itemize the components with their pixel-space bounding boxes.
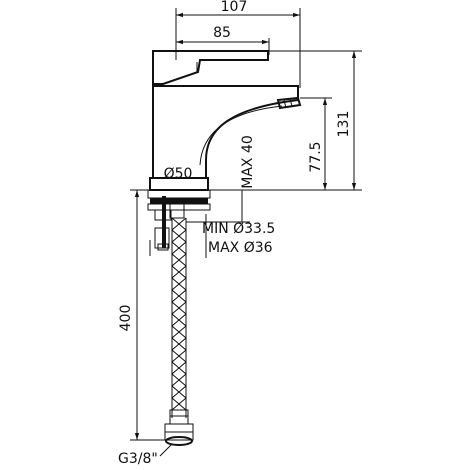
dimension-spout-height: 77.5	[300, 97, 332, 190]
overall-depth-label: 107	[221, 0, 248, 15]
thread-label: G3/8"	[118, 451, 158, 467]
thread-callout: G3/8"	[118, 443, 173, 467]
base-diameter-label: Ø50	[164, 166, 193, 182]
braided-hose	[171, 217, 187, 418]
dimension-base-diameter: Ø50	[164, 166, 193, 182]
dimension-total-height: 131	[206, 50, 362, 191]
handle-depth-label: 85	[213, 25, 231, 41]
hose-length-label: 400	[118, 305, 134, 332]
hose-fitting	[164, 409, 194, 446]
dimension-hose-length: 400	[118, 189, 168, 441]
spout-height-label: 77.5	[308, 141, 324, 172]
min-hole-label: MIN Ø33.5	[202, 221, 275, 237]
max-deck-thickness-label: MAX 40	[240, 135, 256, 189]
dimension-overall-depth: 107	[175, 0, 301, 88]
dimension-handle-depth: 85	[176, 25, 270, 55]
dimension-hole-diameter: MIN Ø33.5 MAX Ø36	[149, 214, 275, 258]
max-hole-label: MAX Ø36	[208, 240, 273, 256]
dimension-max-deck-thickness: MAX 40	[186, 135, 256, 223]
faucet-body	[149, 50, 302, 191]
total-height-label: 131	[336, 111, 352, 138]
mounting-hardware	[147, 189, 211, 251]
